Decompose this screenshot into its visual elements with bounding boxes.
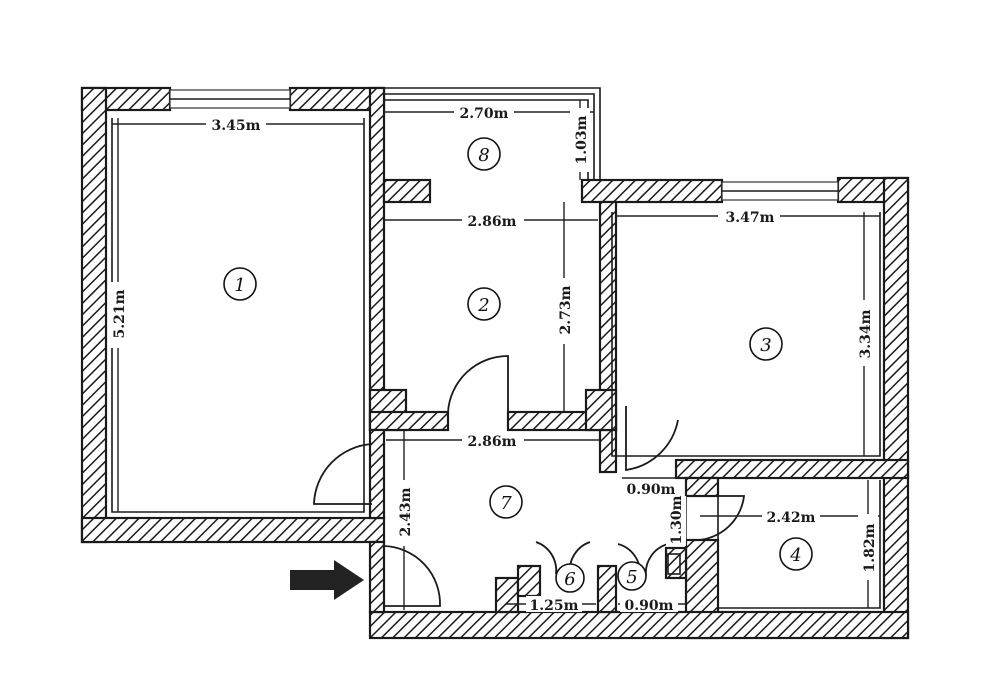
room-marker-8: 8 [467,137,501,171]
wall-bottom-outer [368,610,910,640]
dim-room4-height: 1.82m [862,523,878,572]
svg-text:8: 8 [478,145,489,166]
dim-room3-width: 3.47m [726,210,775,226]
wall-room4-stub [684,476,720,498]
dim-hall-width: 2.86m [468,434,517,450]
room-marker-3: 3 [749,327,783,361]
dim-bath-width: 1.25m [530,598,579,614]
dim-room3-height: 3.34m [858,309,874,358]
wall-room1-hall [368,428,386,520]
svg-text:5: 5 [626,567,637,588]
wall-bath-step2 [516,564,542,598]
dim-balcony-width: 2.70m [460,106,509,122]
dim-room4-width: 2.42m [767,510,816,526]
dim-room1-width: 3.45m [212,118,261,134]
wall-right-outer [882,176,910,640]
entrance-arrow-icon [290,560,364,600]
dim-wc-width: 0.90m [625,598,674,614]
svg-text:1: 1 [234,275,245,296]
wall-room2-bottom-right2 [584,388,618,432]
svg-text:6: 6 [564,569,575,590]
svg-text:4: 4 [789,545,801,566]
room-marker-6: 6 [555,563,585,593]
door-room3 [625,406,679,472]
door-room4 [689,495,746,542]
wall-bath-step1 [494,576,520,614]
door-room2 [447,355,509,413]
svg-text:2: 2 [477,295,489,316]
dim-hall-height: 2.43m [398,487,414,536]
wall-wc-right [664,546,688,580]
room-marker-5: 5 [617,561,647,591]
wall-room1-room2 [368,86,386,432]
door-entrance [383,545,441,607]
dim-small-width: 1.30m [669,495,685,544]
wall-room3-bottom [674,458,910,480]
dim-room1-height: 5.21m [112,289,128,338]
svg-text:7: 7 [500,493,512,514]
balcony-rail [384,87,601,180]
room-marker-7: 7 [489,485,523,519]
dimension-labels: 3.45m 5.21m 2.70m 1.03m 2.86m 2.73m 3.47… [108,104,878,614]
wall-room1-bottom [80,516,386,544]
room-marker-1: 1 [223,267,257,301]
room-marker-4: 4 [779,537,813,571]
wall-bath-wc [596,564,618,614]
wall-room3-top-left [580,178,724,204]
wall-room2-bottom-left2 [368,410,450,432]
door-room1 [313,443,373,505]
dim-room2-height: 2.73m [558,285,574,334]
dim-door-gap: 0.90m [627,482,676,498]
room-markers: 1 2 3 4 5 6 7 8 [223,137,813,593]
room-marker-2: 2 [467,287,501,321]
wall-room2-room3 [598,200,618,474]
wall-balcony-stub [382,178,432,204]
wall-room1-left [80,86,108,544]
wall-entrance-left [368,540,386,614]
dim-balcony-depth: 1.03m [574,115,590,164]
dim-room2-width: 2.86m [468,214,517,230]
svg-text:3: 3 [760,335,771,356]
